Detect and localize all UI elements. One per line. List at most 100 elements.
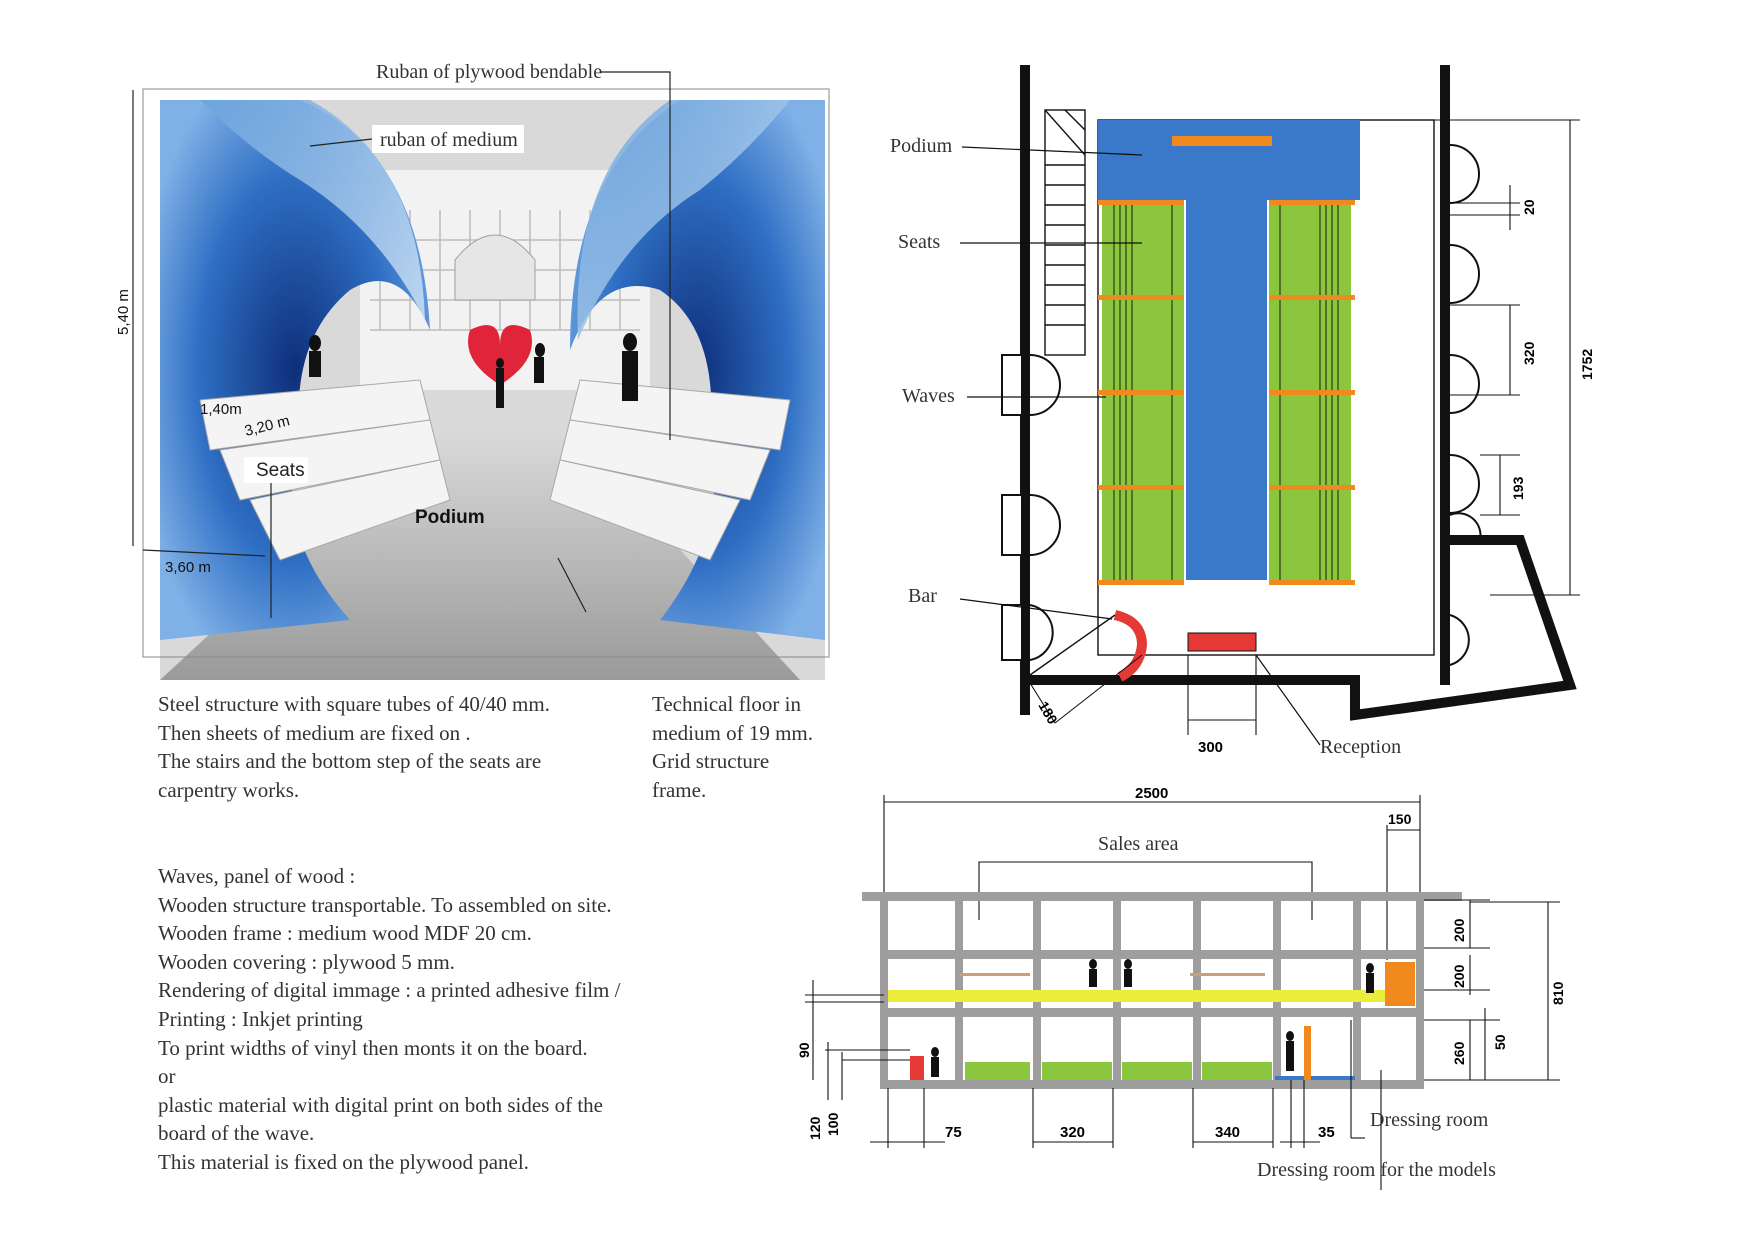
label-360: 3,60 m [165, 559, 211, 576]
section-dim-810: 810 [1550, 981, 1566, 1005]
section-people [931, 959, 1374, 1077]
section-orange-left [1304, 1026, 1311, 1080]
section-dim-50: 50 [1492, 1034, 1508, 1050]
right-doors [1449, 144, 1482, 666]
bar-diagonal [1029, 614, 1116, 676]
section-label-dressing: Dressing room [1370, 1109, 1489, 1131]
yellow-floor [888, 990, 1398, 1002]
plan-dim-20: 20 [1521, 199, 1537, 215]
section-dim-260: 260 [1451, 1041, 1467, 1065]
section-dim-150: 150 [1388, 811, 1412, 827]
section-label-sales: Sales area [1098, 833, 1179, 855]
plan-label-waves: Waves [902, 385, 955, 407]
steel-line-3: The stairs and the bottom step of the se… [158, 749, 542, 774]
section-top-dims [883, 795, 1421, 960]
section-orange-right [1385, 962, 1415, 1006]
blue-podium-strip [1275, 1076, 1355, 1080]
left-wave [160, 100, 430, 640]
plan-label-seats: Seats [898, 231, 940, 253]
section-dim-2500: 2500 [1135, 785, 1168, 802]
plan-dim-300: 300 [1198, 739, 1223, 756]
label-height: 5,40 m [115, 289, 132, 335]
wall-left [1020, 65, 1030, 715]
model-photo: Ruban of plywood bendable ruban of mediu… [115, 61, 830, 680]
section-elevation: 2500 150 Sales area 200 [796, 785, 1566, 1190]
plan-dimension-lines [1029, 119, 1580, 735]
leader-ruban-plywood [600, 71, 671, 440]
plan-label-reception: Reception [1320, 736, 1401, 758]
floor-line-4: frame. [652, 777, 707, 802]
waves-note: Waves, panel of wood : Wooden structure … [158, 862, 620, 1177]
section-bottom-dims [870, 1020, 1382, 1190]
reception-desk [1187, 632, 1257, 652]
plan-dim-180: 180 [1035, 699, 1061, 727]
steel-line-4: carpentry works. [158, 777, 300, 802]
waves-line-1: Waves, panel of wood : [158, 864, 356, 888]
waves-line-10: board of the wave. [158, 1121, 315, 1146]
label-ruban-plywood: Ruban of plywood bendable [376, 61, 602, 83]
podium-t [1098, 120, 1360, 580]
shelves [960, 973, 1265, 976]
waves-line-11: This material is fixed on the plywood pa… [158, 1149, 529, 1174]
floor-line-3: Grid structure [652, 749, 770, 774]
section-dim-100: 100 [825, 1112, 841, 1136]
section-dim-200b: 200 [1451, 964, 1467, 988]
waves-line-7: To print widths of vinyl then monts it o… [158, 1035, 588, 1060]
leader-floor [557, 557, 587, 613]
floor-slab-1 [884, 950, 1420, 959]
dim-360-line [142, 549, 266, 557]
wall-bottom [1025, 535, 1577, 721]
label-podium: Podium [415, 507, 485, 528]
waves-line-4: Wooden covering : plywood 5 mm. [158, 949, 455, 974]
left-doors [1001, 354, 1061, 661]
floor-line-2: medium of 19 mm. [652, 720, 813, 745]
waves-line-3: Wooden frame : medium wood MDF 20 cm. [158, 921, 532, 946]
ground-slab [884, 1080, 1420, 1089]
plan-leader-reception [1255, 654, 1321, 746]
waves-line-9: plastic material with digital print on b… [158, 1092, 603, 1117]
section-right-dims [1424, 899, 1560, 1081]
plan-dim-193: 193 [1510, 476, 1526, 500]
waves-line-2: Wooden structure transportable. To assem… [158, 892, 612, 917]
section-label-dressing-models: Dressing room for the models [1257, 1159, 1496, 1181]
bar-counter [1113, 610, 1148, 682]
wall-right [1440, 65, 1450, 685]
section-left-dims [805, 980, 910, 1100]
section-dim-90: 90 [796, 1042, 812, 1058]
section-dim-120: 120 [807, 1116, 823, 1140]
waves-line-8: or [158, 1064, 176, 1089]
brand-logo [468, 325, 532, 385]
section-dim-200a: 200 [1451, 918, 1467, 942]
section-bar-red [910, 1056, 924, 1080]
steel-line-1: Steel structure with square tubes of 40/… [158, 692, 550, 716]
staircase [1044, 109, 1086, 356]
right-seat-blocks [1269, 200, 1355, 585]
right-wave-crest [577, 100, 790, 340]
technical-floor-note: Technical floor in medium of 19 mm. Grid… [652, 690, 813, 804]
label-ruban-medium: ruban of medium [380, 129, 518, 151]
label-seats: Seats [256, 460, 305, 481]
plan-label-bar: Bar [908, 585, 937, 607]
steel-line-2: Then sheets of medium are fixed on . [158, 720, 471, 745]
section-dim-340: 340 [1215, 1124, 1240, 1141]
section-dim-320: 320 [1060, 1124, 1085, 1141]
leader-ruban-medium [309, 138, 373, 147]
plan-label-podium: Podium [890, 135, 953, 157]
left-wave-crest [200, 100, 425, 320]
floor-slab-2 [884, 1008, 1420, 1017]
plan-leader-bar [959, 598, 1113, 620]
label-140: 1,40m [200, 401, 242, 418]
left-seat-blocks [1098, 200, 1184, 585]
section-dim-35: 35 [1318, 1124, 1335, 1141]
silhouettes [309, 333, 638, 408]
plan-dim-320: 320 [1521, 341, 1537, 365]
roof-slab [862, 892, 1462, 901]
waves-line-5: Rendering of digital immage : a printed … [158, 978, 621, 1003]
section-seats [965, 1062, 1272, 1080]
section-dim-75: 75 [945, 1124, 962, 1141]
label-ruban-medium-box [372, 125, 524, 153]
label-seats-box [244, 457, 308, 483]
floor-line-1: Technical floor in [652, 692, 801, 716]
plan-leader-podium [961, 146, 1143, 156]
waves-line-6: Printing : Inkjet printing [158, 1006, 363, 1031]
